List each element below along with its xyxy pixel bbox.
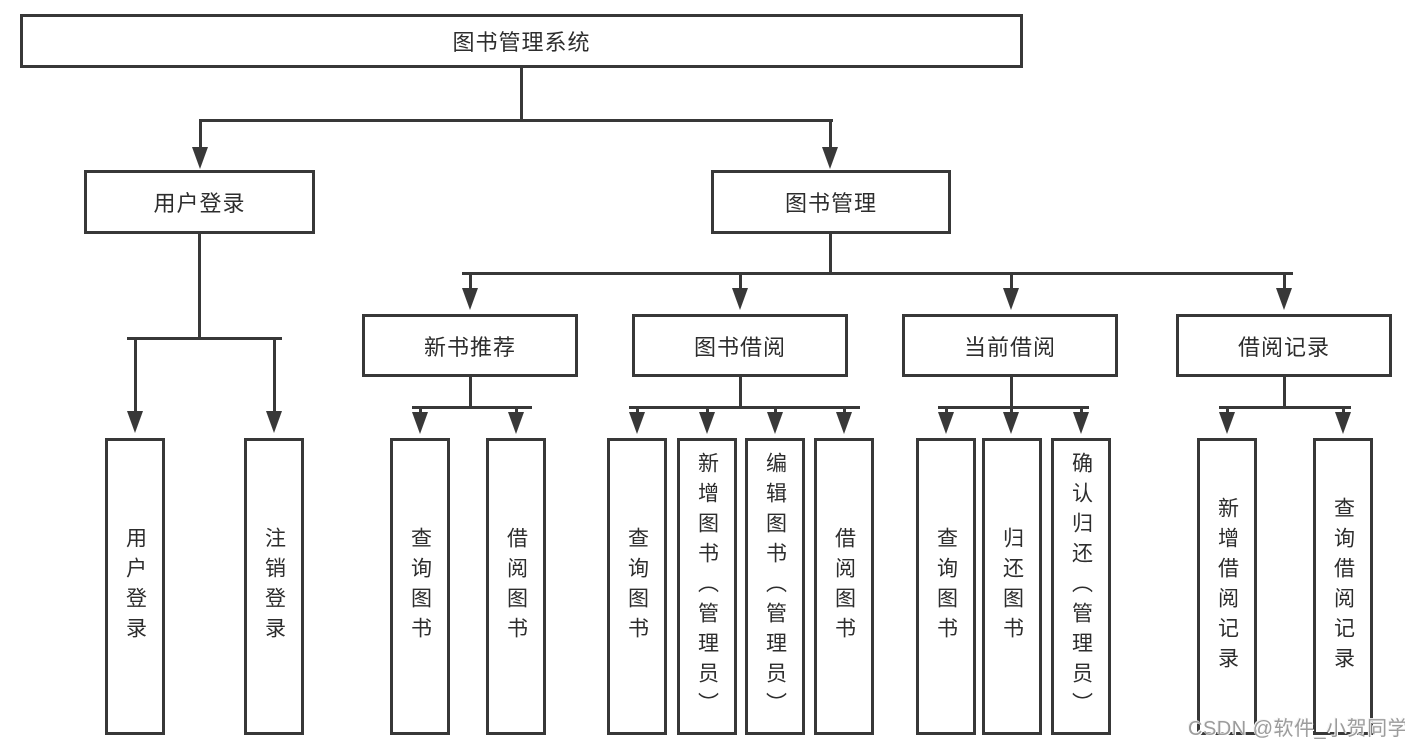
section-label: 图书借阅 (693, 334, 786, 360)
connector-user-login-drop (199, 119, 202, 149)
csdn-watermark: CSDN @软件_小贺同学 (1188, 718, 1405, 740)
leaf-confirm-return-admin: 确认归还（管理员） (1051, 438, 1111, 735)
leaf-query-books-2: 查询图书 (607, 438, 667, 735)
arrow-down-icon (266, 411, 282, 433)
connector-leaf-drop (1080, 406, 1083, 414)
connector-leaf-drop (1226, 406, 1229, 414)
leaf-borrow-books-1: 借阅图书 (486, 438, 546, 735)
connector-section3-rail (938, 406, 1089, 409)
leaf-label: 确认归还（管理员） (1069, 451, 1093, 722)
connector-leaf-drop (1010, 406, 1013, 414)
arrow-down-icon (1219, 412, 1235, 434)
connector-section4-rail (1219, 406, 1351, 409)
connector-level2-rail (199, 119, 833, 122)
connector-user-login-rail (127, 337, 282, 340)
arrow-down-icon (1003, 288, 1019, 310)
connector-leaf-drop (706, 406, 709, 414)
connector-leaf-drop (273, 337, 276, 412)
node-book-mgmt-label: 图书管理 (784, 191, 877, 216)
leaf-add-books-admin: 新增图书（管理员） (677, 438, 737, 735)
connector-book-mgmt-drop (829, 119, 832, 149)
arrow-down-icon (1276, 288, 1292, 310)
node-borrow-records: 借阅记录 (1176, 314, 1392, 377)
arrow-down-icon (508, 412, 524, 434)
leaf-label: 新增借阅记录 (1215, 496, 1239, 677)
leaf-label: 新增图书（管理员） (695, 451, 719, 722)
leaf-label: 归还图书 (1000, 526, 1024, 647)
connector-section1-stem (469, 377, 472, 408)
leaf-return-books: 归还图书 (982, 438, 1042, 735)
leaf-label: 用户登录 (123, 526, 147, 647)
node-user-login-label: 用户登录 (153, 191, 246, 216)
leaf-label: 查询图书 (625, 526, 649, 647)
leaf-query-borrow-record: 查询借阅记录 (1313, 438, 1373, 735)
arrow-down-icon (127, 411, 143, 433)
arrow-down-icon (836, 412, 852, 434)
arrow-down-icon (192, 147, 208, 169)
leaf-user-login: 用户登录 (105, 438, 165, 735)
connector-leaf-drop (515, 406, 518, 414)
node-user-login: 用户登录 (84, 170, 315, 234)
connector-section-drop (469, 272, 472, 289)
connector-section2-stem (739, 377, 742, 408)
node-book-borrow: 图书借阅 (632, 314, 848, 377)
connector-root-stem (520, 66, 523, 122)
node-new-book-recommend: 新书推荐 (362, 314, 578, 377)
arrow-down-icon (1003, 412, 1019, 434)
leaf-query-books-3: 查询图书 (916, 438, 976, 735)
connector-section2-rail (629, 406, 860, 409)
node-book-mgmt: 图书管理 (711, 170, 951, 234)
arrow-down-icon (732, 288, 748, 310)
connector-book-mgmt-stem (829, 234, 832, 275)
connector-section-drop (739, 272, 742, 289)
arrow-down-icon (1335, 412, 1351, 434)
connector-leaf-drop (945, 406, 948, 414)
connector-section1-rail (412, 406, 532, 409)
node-current-borrow: 当前借阅 (902, 314, 1118, 377)
leaf-label: 查询图书 (408, 526, 432, 647)
leaf-edit-books-admin: 编辑图书（管理员） (745, 438, 805, 735)
arrow-down-icon (629, 412, 645, 434)
leaf-add-borrow-record: 新增借阅记录 (1197, 438, 1257, 735)
node-root-label: 图书管理系统 (452, 30, 591, 55)
leaf-label: 查询图书 (934, 526, 958, 647)
leaf-label: 注销登录 (262, 526, 286, 647)
leaf-label: 查询借阅记录 (1331, 496, 1355, 677)
connector-leaf-drop (636, 406, 639, 414)
connector-level3-rail (462, 272, 1293, 275)
arrow-down-icon (767, 412, 783, 434)
section-label: 当前借阅 (963, 334, 1056, 360)
leaf-label: 编辑图书（管理员） (763, 451, 787, 722)
leaf-label: 借阅图书 (504, 526, 528, 647)
connector-section-drop (1283, 272, 1286, 289)
arrow-down-icon (938, 412, 954, 434)
connector-leaf-drop (774, 406, 777, 414)
leaf-logout: 注销登录 (244, 438, 304, 735)
connector-section4-stem (1283, 377, 1286, 408)
leaf-query-books-1: 查询图书 (390, 438, 450, 735)
arrow-down-icon (412, 412, 428, 434)
connector-section3-stem (1010, 377, 1013, 408)
node-root: 图书管理系统 (20, 14, 1023, 68)
connector-user-login-stem (198, 233, 201, 340)
section-label: 借阅记录 (1237, 334, 1330, 360)
connector-leaf-drop (134, 337, 137, 412)
arrow-down-icon (699, 412, 715, 434)
section-label: 新书推荐 (423, 334, 516, 360)
leaf-label: 借阅图书 (832, 526, 856, 647)
arrow-down-icon (822, 147, 838, 169)
connector-leaf-drop (1342, 406, 1345, 414)
connector-leaf-drop (419, 406, 422, 414)
connector-section-drop (1010, 272, 1013, 289)
arrow-down-icon (1073, 412, 1089, 434)
arrow-down-icon (462, 288, 478, 310)
leaf-borrow-books-2: 借阅图书 (814, 438, 874, 735)
connector-leaf-drop (843, 406, 846, 414)
